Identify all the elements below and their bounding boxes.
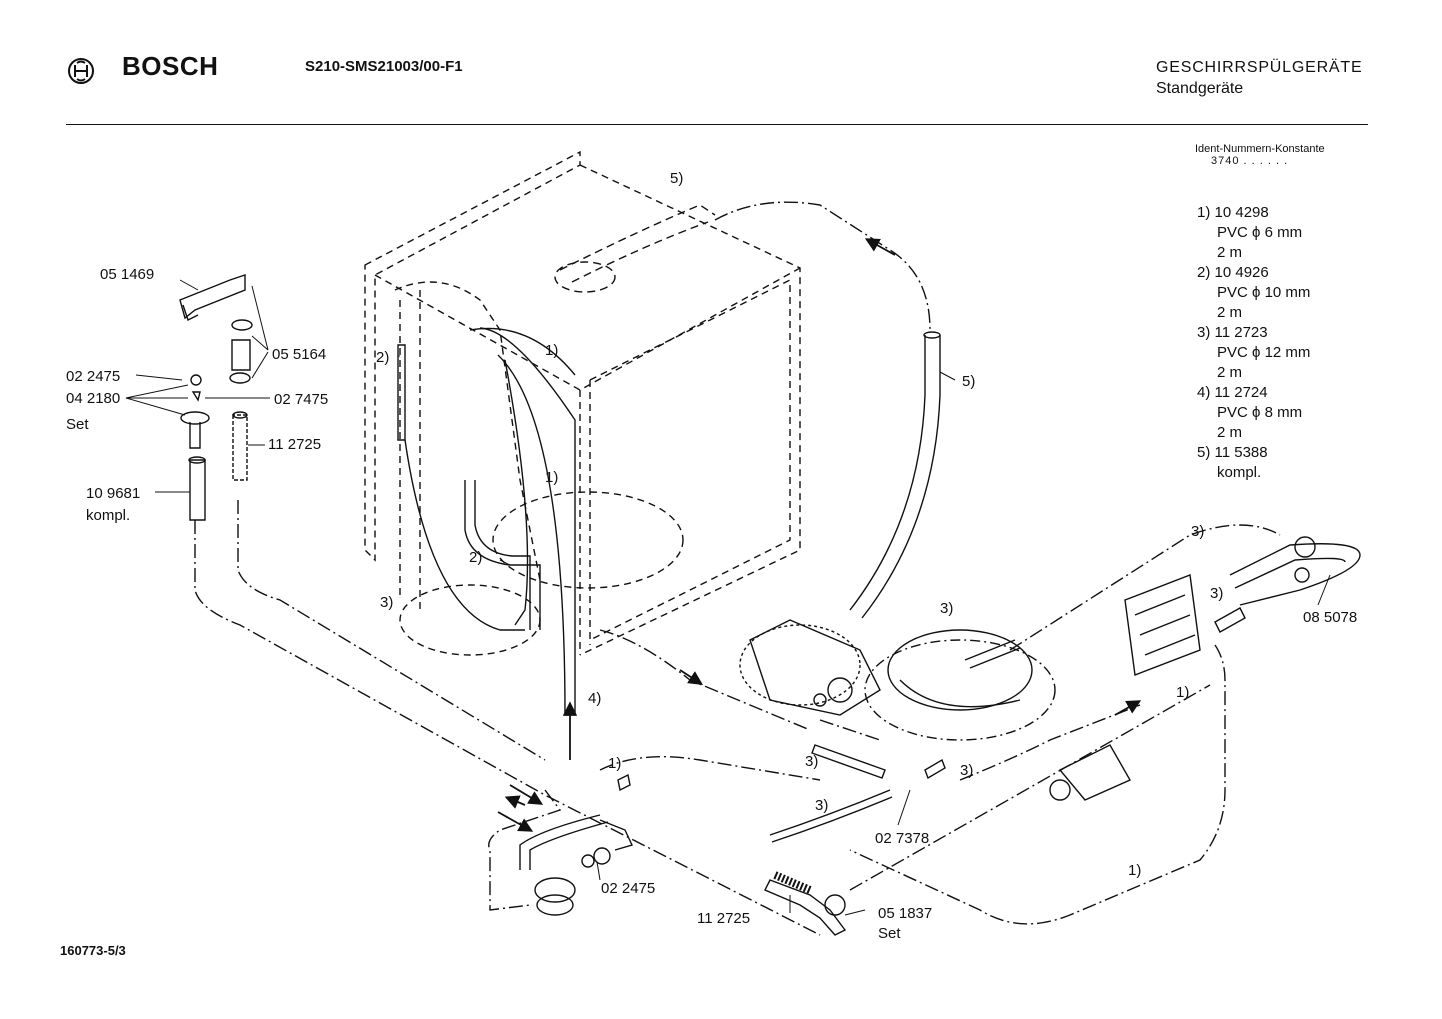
legend-item: 5) 11 5388 kompl. xyxy=(1197,443,1310,483)
callout-022475-top: 02 2475 xyxy=(66,368,120,385)
document-number: 160773-5/3 xyxy=(60,943,126,958)
water-softener-block xyxy=(1124,574,1201,676)
callout-027475: 02 7475 xyxy=(274,391,328,408)
model-code: S210-SMS21003/00-F1 xyxy=(305,58,463,75)
category-title: GESCHIRRSPÜLGERÄTE xyxy=(1156,59,1363,76)
callout-051469: 05 1469 xyxy=(100,266,154,283)
callout-labels: 05 1469 05 5164 02 2475 04 2180 Set 02 7… xyxy=(66,170,1357,942)
hose-clamp-bracket[interactable] xyxy=(179,274,246,321)
legend-desc: kompl. xyxy=(1217,464,1262,481)
callout-set-bottom: Set xyxy=(878,925,901,942)
ref-label: 4) xyxy=(588,690,601,707)
inlet-valve xyxy=(1049,744,1131,801)
bosch-armature-logo-icon xyxy=(68,58,94,84)
callout-112725-top: 11 2725 xyxy=(268,436,321,453)
callout-042180: 04 2180 xyxy=(66,390,120,407)
legend-desc: PVC ϕ 8 mm xyxy=(1217,404,1303,421)
callout-022475-bottom: 02 2475 xyxy=(601,880,655,897)
ref-label: 3) xyxy=(1210,585,1223,602)
hose-3-left[interactable] xyxy=(404,439,525,631)
category-subtitle: Standgeräte xyxy=(1156,80,1244,97)
drain-hose-right[interactable] xyxy=(849,331,941,619)
ref-label: 1) xyxy=(1176,684,1189,701)
screw-set[interactable] xyxy=(180,374,210,449)
pipeline-network xyxy=(194,500,1281,936)
hose-3-bottom[interactable] xyxy=(617,744,946,843)
legend-desc: 2 m xyxy=(1217,364,1243,381)
ident-title: Ident-Nummern-Konstante xyxy=(1195,143,1325,155)
legend-part-number: 5) 11 5388 xyxy=(1197,444,1268,461)
tub-outline xyxy=(364,150,801,656)
ref-label: 3) xyxy=(940,600,953,617)
brand-name: BOSCH xyxy=(122,51,219,81)
callout-051837: 05 1837 xyxy=(878,905,932,922)
legend-part-number: 3) 11 2723 xyxy=(1197,324,1268,341)
ref-label: 1) xyxy=(608,755,621,772)
header-divider xyxy=(66,124,1368,125)
parts-legend: 1) 10 4298 PVC ϕ 6 mm 2 m 2) 10 4926 PVC… xyxy=(1197,203,1310,483)
flow-arrows xyxy=(497,238,1142,832)
callout-027378: 02 7378 xyxy=(875,830,929,847)
drain-hose-top xyxy=(554,204,716,293)
hose-clips[interactable] xyxy=(229,319,253,384)
drain-elbow xyxy=(764,879,847,936)
callout-112725-bottom: 11 2725 xyxy=(697,910,750,927)
ref-label: 3) xyxy=(815,797,828,814)
ref-label: 2) xyxy=(469,549,482,566)
ref-label: 2) xyxy=(376,349,389,366)
legend-item: 2) 10 4926 PVC ϕ 10 mm 2 m xyxy=(1197,263,1310,323)
callout-kompl: kompl. xyxy=(86,507,130,524)
hose-1-left[interactable] xyxy=(469,327,576,716)
legend-part-number: 2) 10 4926 xyxy=(1197,264,1269,281)
leader-lines xyxy=(125,279,1331,916)
legend-item: 3) 11 2723 PVC ϕ 12 mm 2 m xyxy=(1197,323,1310,383)
ref-label: 3) xyxy=(805,753,818,770)
ref-label: 5) xyxy=(670,170,683,187)
callout-109681: 10 9681 xyxy=(86,485,140,502)
ident-value: 3740 . . . . . . xyxy=(1211,155,1289,167)
hose-10-9681[interactable] xyxy=(188,456,206,521)
ref-label: 3) xyxy=(1191,523,1204,540)
legend-desc: PVC ϕ 10 mm xyxy=(1217,284,1311,301)
legend-part-number: 1) 10 4298 xyxy=(1197,204,1269,221)
legend-desc: PVC ϕ 12 mm xyxy=(1217,344,1311,361)
callout-055164: 05 5164 xyxy=(272,346,326,363)
ref-label: 1) xyxy=(545,469,558,486)
legend-desc: 2 m xyxy=(1217,424,1243,441)
ref-label: 1) xyxy=(545,342,558,359)
legend-desc: 2 m xyxy=(1217,304,1243,321)
u-hose-right[interactable] xyxy=(1214,536,1361,633)
callout-085078: 08 5078 xyxy=(1303,609,1357,626)
callout-set-top: Set xyxy=(66,416,89,433)
ref-label: 3) xyxy=(380,594,393,611)
ref-label: 5) xyxy=(962,373,975,390)
legend-desc: 2 m xyxy=(1217,244,1243,261)
ref-label: 1) xyxy=(1128,862,1141,879)
pipeline-top-right xyxy=(714,201,931,331)
ref-label: 3) xyxy=(960,762,973,779)
circulation-pump xyxy=(739,619,881,716)
legend-item: 1) 10 4298 PVC ϕ 6 mm 2 m xyxy=(1197,203,1310,263)
legend-item: 4) 11 2724 PVC ϕ 8 mm 2 m xyxy=(1197,383,1310,443)
hose-11-2725-top[interactable] xyxy=(232,411,248,481)
sump-pot xyxy=(864,629,1056,741)
legend-part-number: 4) 11 2724 xyxy=(1197,384,1268,401)
legend-desc: PVC ϕ 6 mm xyxy=(1217,224,1303,241)
inlet-hose-bottom[interactable] xyxy=(519,814,633,916)
